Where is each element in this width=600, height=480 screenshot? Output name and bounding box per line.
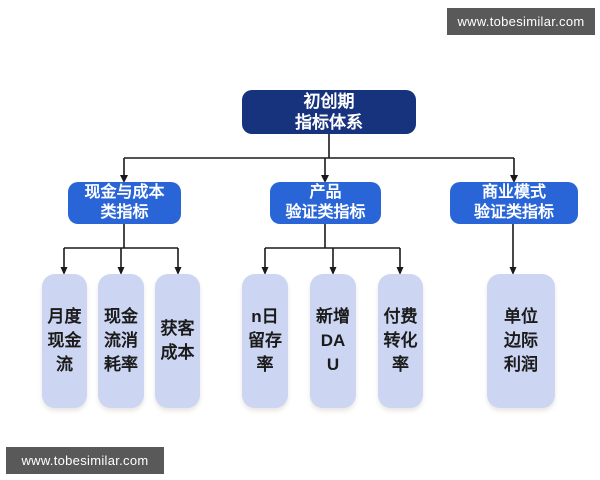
leaf-unit-marginal-profit: 单位 边际 利润 — [487, 274, 555, 408]
node-cash-cost-metrics: 现金与成本 类指标 — [68, 182, 181, 224]
watermark-top-right: www.tobesimilar.com — [447, 8, 595, 35]
node-product-validation-metrics: 产品 验证类指标 — [270, 182, 381, 224]
node-startup-metrics: 初创期 指标体系 — [242, 90, 416, 134]
node-business-model-validation-metrics: 商业模式 验证类指标 — [450, 182, 578, 224]
leaf-monthly-cash-flow: 月度 现金 流 — [42, 274, 87, 408]
leaf-cash-burn-rate: 现金 流消 耗率 — [98, 274, 144, 408]
leaf-n-day-retention-rate: n日 留存 率 — [242, 274, 288, 408]
leaf-customer-acquisition-cost: 获客 成本 — [155, 274, 200, 408]
watermark-bottom-left: www.tobesimilar.com — [6, 447, 164, 474]
leaf-paid-conversion-rate: 付费 转化 率 — [378, 274, 423, 408]
leaf-new-dau: 新增 DA U — [310, 274, 356, 408]
